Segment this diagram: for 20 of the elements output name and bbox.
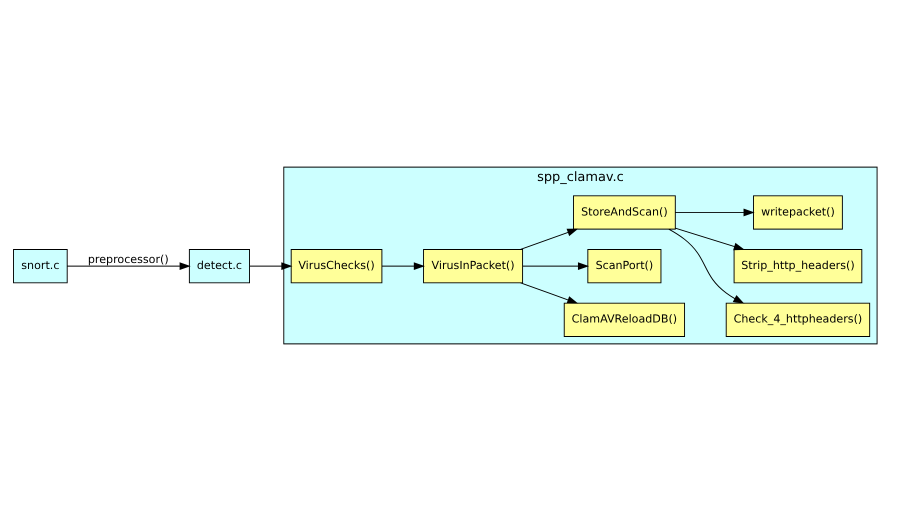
- arrow: [668, 228, 744, 304]
- arrow: [522, 262, 590, 270]
- node-box: detect.c: [188, 249, 250, 284]
- node-box: VirusChecks(): [290, 249, 382, 284]
- arrow: [674, 208, 755, 216]
- arrow: [674, 228, 745, 250]
- node-box: ScanPort(): [587, 249, 662, 284]
- node-box: snort.c: [13, 249, 68, 284]
- arrow: [520, 228, 578, 250]
- arrow: [249, 262, 292, 270]
- node-box: StoreAndScan(): [573, 195, 676, 230]
- edge-label: preprocessor(): [88, 252, 169, 266]
- arrow: [520, 282, 578, 304]
- arrow: [381, 262, 425, 270]
- arrow: [66, 262, 191, 270]
- node-box: ClamAVReloadDB(): [564, 302, 686, 337]
- node-box: VirusInPacket(): [423, 249, 524, 284]
- node-box: Check_4_httpheaders(): [726, 302, 870, 337]
- node-box: writepacket(): [753, 195, 843, 230]
- node-box: Strip_http_headers(): [734, 249, 862, 284]
